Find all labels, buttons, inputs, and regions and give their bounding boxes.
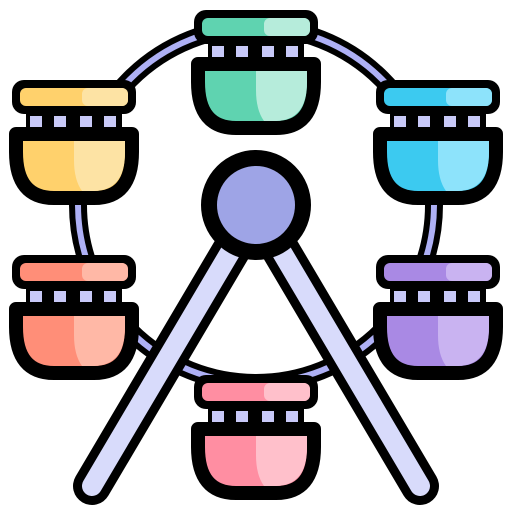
- gondola-bottom-left: [9, 255, 139, 380]
- gondola-window: [212, 46, 224, 60]
- gondola-window: [80, 291, 92, 305]
- gondola-roof-highlight: [446, 88, 492, 106]
- gondola-window: [418, 291, 430, 305]
- support-leg-right: [245, 203, 439, 505]
- gondola-group: [9, 10, 503, 500]
- gondola-window: [468, 116, 480, 130]
- gondola-window: [30, 291, 42, 305]
- gondola-window: [236, 411, 248, 425]
- gondola-body-highlight: [438, 316, 489, 366]
- gondola-top-right: [373, 80, 503, 205]
- support-leg-left: [73, 203, 267, 505]
- gondola-window: [236, 46, 248, 60]
- gondola-top-left: [9, 80, 139, 205]
- gondola-window: [394, 116, 406, 130]
- gondola-window: [394, 291, 406, 305]
- gondola-roof-highlight: [82, 88, 128, 106]
- gondola-window: [212, 411, 224, 425]
- gondola-body-highlight: [438, 141, 489, 191]
- gondola-window: [468, 291, 480, 305]
- gondola-roof-highlight: [264, 383, 310, 401]
- gondola-window: [444, 116, 456, 130]
- gondola-window: [262, 46, 274, 60]
- gondola-bottom-right: [373, 255, 503, 380]
- gondola-window: [262, 411, 274, 425]
- gondola-window: [80, 116, 92, 130]
- gondola-roof-highlight: [264, 18, 310, 36]
- gondola-window: [418, 116, 430, 130]
- gondola-window: [54, 291, 66, 305]
- gondola-bottom: [191, 375, 321, 500]
- gondola-window: [286, 411, 298, 425]
- gondola-window: [30, 116, 42, 130]
- gondola-roof-highlight: [446, 263, 492, 281]
- hub: [201, 150, 311, 260]
- gondola-window: [104, 116, 116, 130]
- gondola-body-highlight: [256, 436, 307, 486]
- gondola-window: [444, 291, 456, 305]
- gondola-roof-highlight: [82, 263, 128, 281]
- gondola-window: [104, 291, 116, 305]
- gondola-window: [286, 46, 298, 60]
- gondola-window: [54, 116, 66, 130]
- gondola-top: [191, 10, 321, 135]
- gondola-body-highlight: [256, 71, 307, 121]
- gondola-body-highlight: [74, 141, 125, 191]
- gondola-body-highlight: [74, 316, 125, 366]
